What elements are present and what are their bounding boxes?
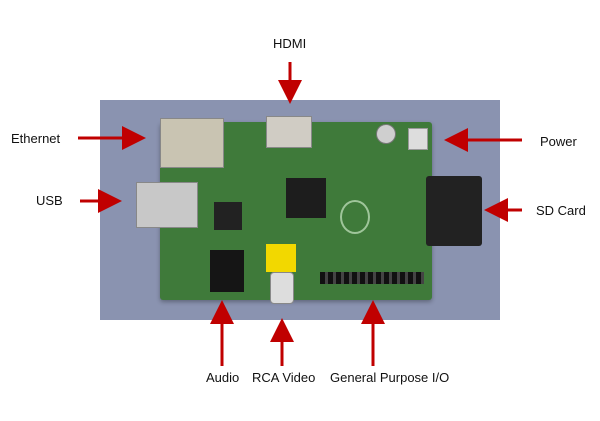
gpio-header [320, 272, 424, 284]
power-label: Power [540, 134, 577, 149]
audio-label: Audio [206, 370, 240, 385]
rca-video-label: RCA Video [252, 370, 316, 385]
capacitor [376, 124, 396, 144]
lan-chip [214, 202, 242, 230]
audio-jack [210, 250, 244, 292]
raspberry-logo [340, 200, 370, 234]
ethernet-port [160, 118, 224, 168]
micro-usb-power-port [408, 128, 428, 150]
ethernet-label: Ethernet [11, 131, 61, 146]
hdmi-label: HDMI [273, 36, 307, 51]
sd-card [426, 176, 482, 246]
hdmi-port [266, 116, 312, 148]
rca-connector [266, 244, 296, 272]
usb-label: USB [36, 193, 63, 208]
usb-port [136, 182, 198, 228]
sd-card-label: SD Card [536, 203, 586, 218]
raspberry-pi-photo [100, 100, 500, 320]
soc-chip [286, 178, 326, 218]
rca-metal [270, 272, 294, 304]
gpio-label: General Purpose I/O [330, 370, 450, 385]
